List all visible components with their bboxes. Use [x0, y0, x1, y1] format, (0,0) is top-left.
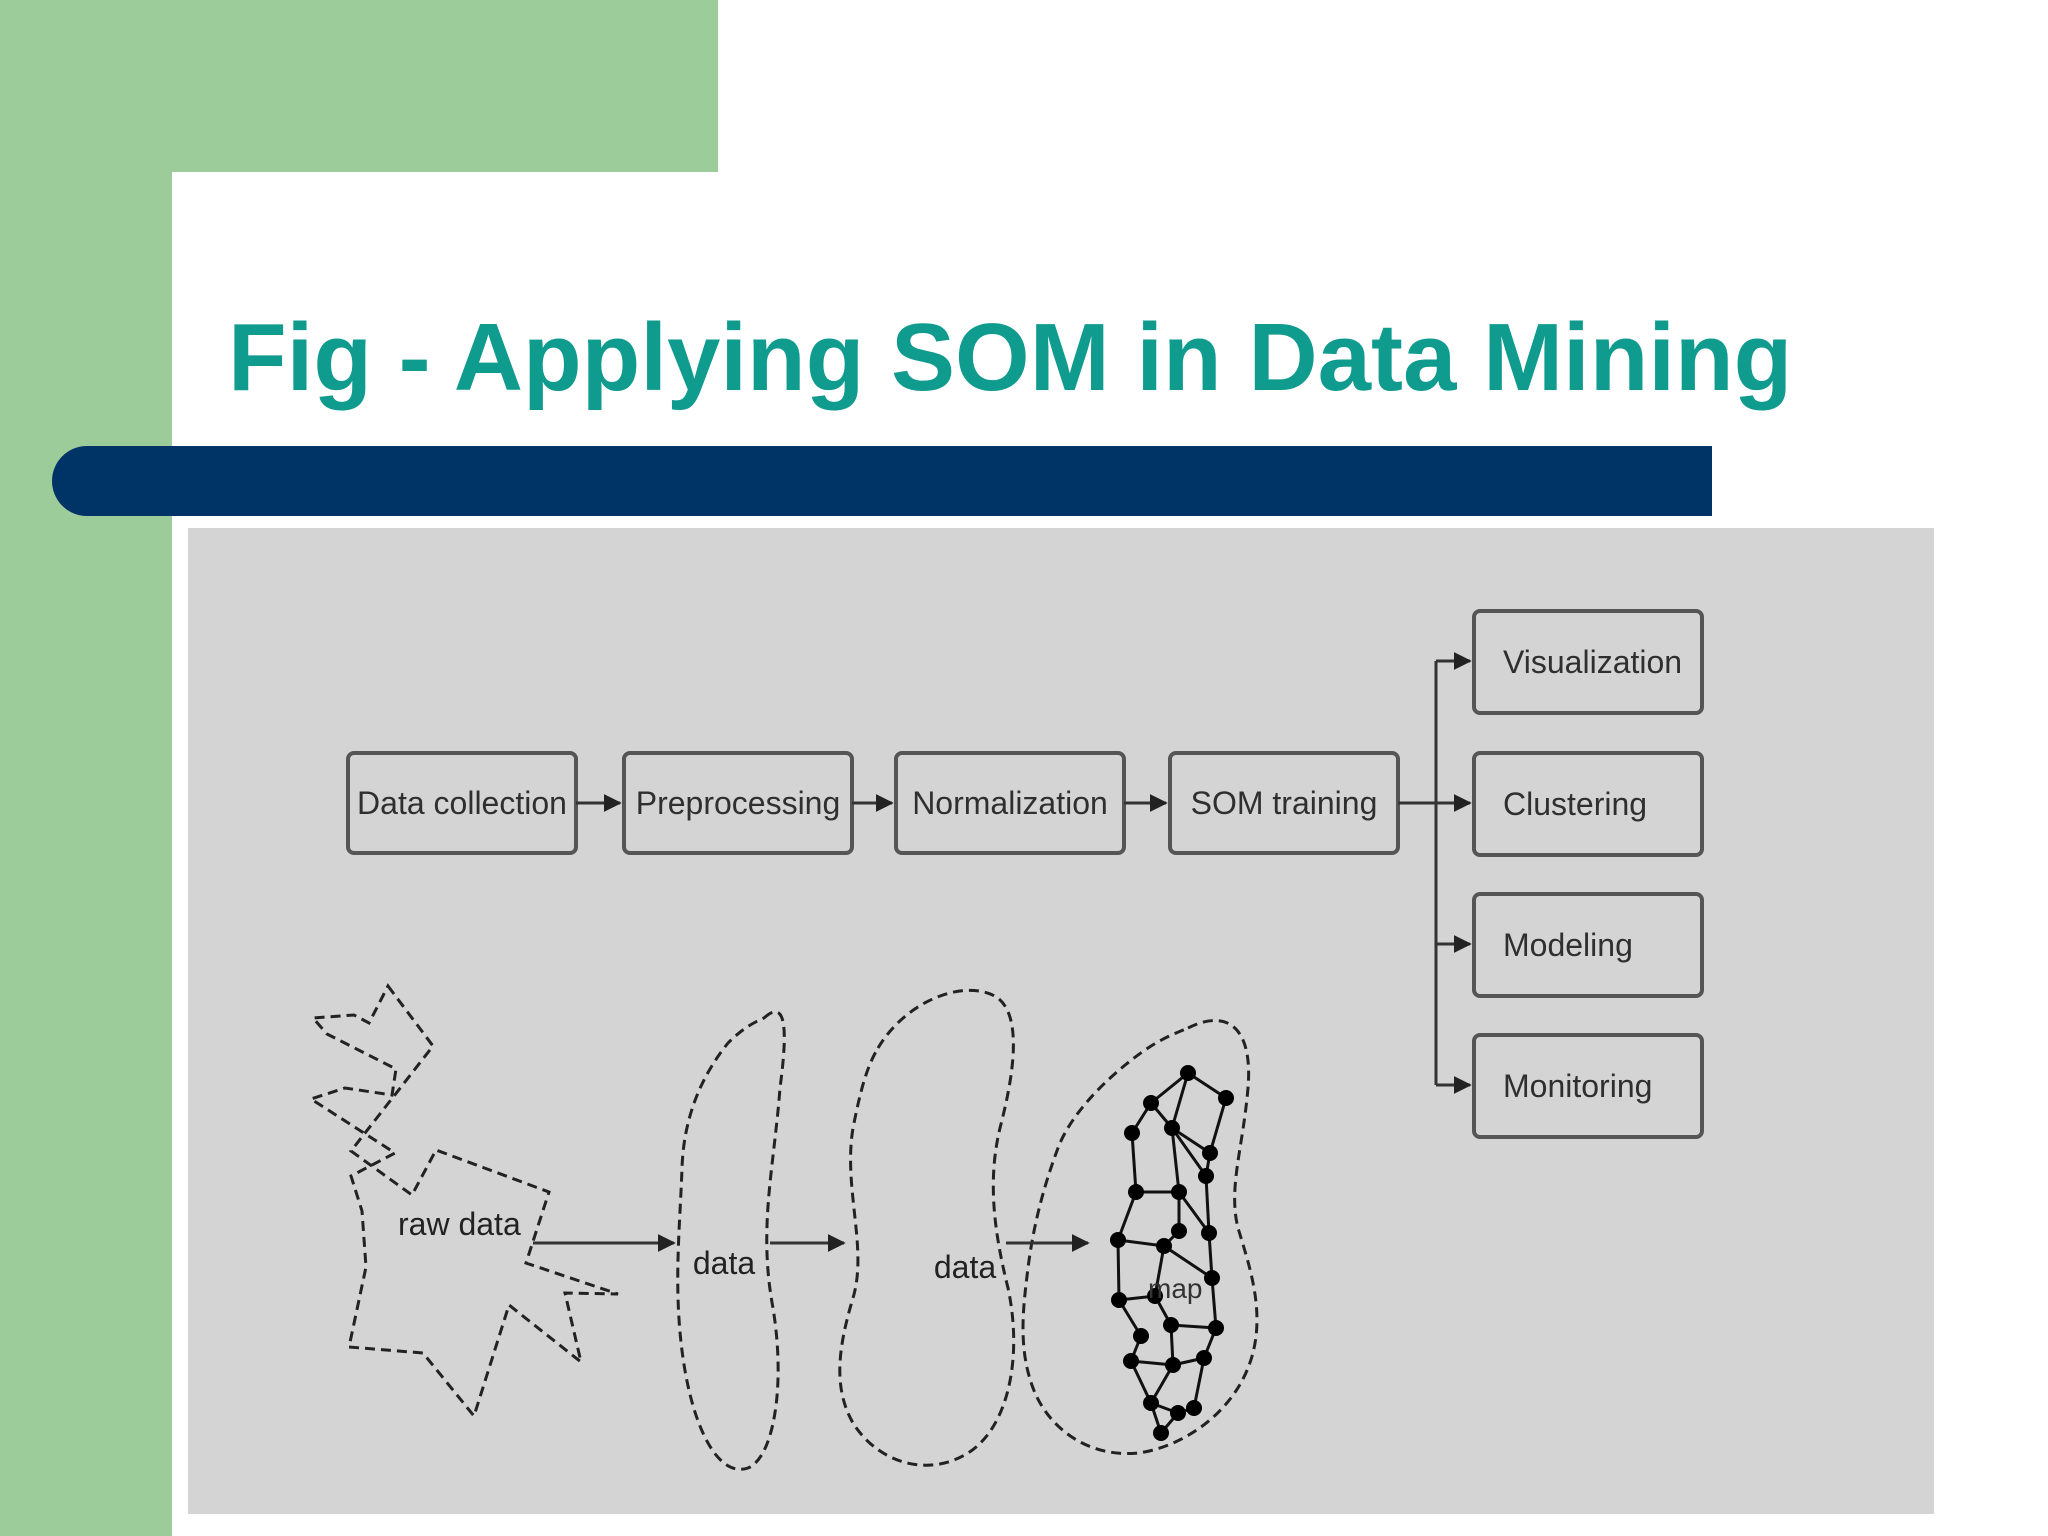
som-node [1124, 1125, 1140, 1141]
output-box-modeling: Modeling [1472, 892, 1704, 998]
map-label: map [1148, 1273, 1202, 1304]
data-label-wide: data [934, 1249, 996, 1285]
pipeline-label-preprocessing: Preprocessing [636, 785, 841, 821]
pipeline-box-normalization: Normalization [894, 751, 1126, 855]
raw-data-blob [307, 983, 619, 1420]
som-node [1198, 1168, 1214, 1184]
som-node [1186, 1400, 1202, 1416]
output-label-monitoring: Monitoring [1503, 1068, 1652, 1104]
som-node [1153, 1425, 1169, 1441]
title-underline-bar [52, 446, 1712, 516]
som-node [1143, 1095, 1159, 1111]
som-diagram: Data collection Preprocessing Normalizat… [307, 609, 1704, 1471]
pipeline-box-som-training: SOM training [1168, 751, 1400, 855]
som-node [1111, 1292, 1127, 1308]
pipeline-box-data-collection: Data collection [346, 751, 578, 855]
som-node [1218, 1090, 1234, 1106]
pipeline-box-preprocessing: Preprocessing [622, 751, 854, 855]
pipeline-label-som-training: SOM training [1191, 785, 1378, 821]
output-label-clustering: Clustering [1503, 786, 1647, 822]
pipeline-label-data-collection: Data collection [357, 785, 567, 821]
som-node [1208, 1320, 1224, 1336]
som-node [1110, 1232, 1126, 1248]
som-figure: Data collection Preprocessing Normalizat… [188, 528, 1934, 1514]
output-label-modeling: Modeling [1503, 927, 1633, 963]
som-node [1163, 1317, 1179, 1333]
som-node [1170, 1405, 1186, 1421]
som-nodes [1110, 1065, 1234, 1441]
pipeline-label-normalization: Normalization [912, 785, 1108, 821]
som-node [1164, 1120, 1180, 1136]
som-node [1204, 1270, 1220, 1286]
som-node [1171, 1184, 1187, 1200]
map-blob [1021, 1019, 1259, 1456]
som-node [1201, 1225, 1217, 1241]
som-node [1180, 1065, 1196, 1081]
output-box-visualization: Visualization [1472, 609, 1704, 715]
som-node [1171, 1223, 1187, 1239]
som-node [1143, 1395, 1159, 1411]
output-label-visualization: Visualization [1503, 644, 1682, 680]
som-node [1147, 1288, 1163, 1304]
som-node [1202, 1145, 1218, 1161]
data-blob-narrow [676, 1010, 786, 1471]
background-green-left [0, 0, 172, 1536]
raw-data-label: raw data [398, 1206, 521, 1242]
som-node [1128, 1184, 1144, 1200]
data-label-narrow: data [693, 1245, 755, 1281]
som-node [1123, 1353, 1139, 1369]
som-node [1196, 1350, 1212, 1366]
slide-title: Fig - Applying SOM in Data Mining [228, 304, 1793, 411]
som-node [1165, 1357, 1181, 1373]
som-node [1156, 1238, 1172, 1254]
output-box-clustering: Clustering [1472, 751, 1704, 857]
output-box-monitoring: Monitoring [1472, 1033, 1704, 1139]
data-blob-wide [838, 988, 1016, 1467]
som-node [1133, 1328, 1149, 1344]
